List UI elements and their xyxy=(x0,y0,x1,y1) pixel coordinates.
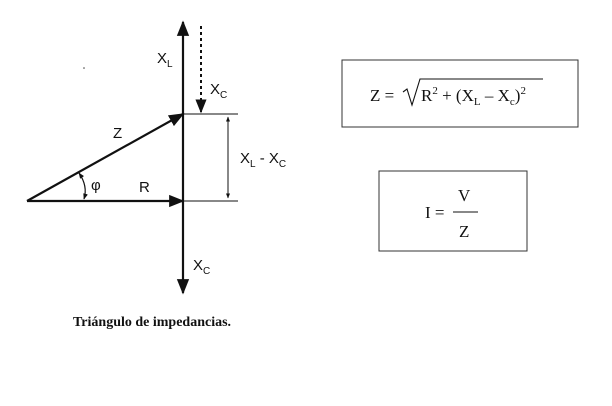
phi-label: φ xyxy=(91,177,101,194)
impedance-formula-lhs: Z = xyxy=(370,86,394,105)
r-label: R xyxy=(139,179,150,196)
impedance-formula-radicand: R2 + (XL – Xc)2 xyxy=(421,85,526,108)
diagram-caption: Triángulo de impedancias. xyxy=(73,315,231,330)
xl-label: XL xyxy=(157,50,173,70)
z-label: Z xyxy=(113,125,122,142)
current-formula-lhs: I = xyxy=(425,203,445,222)
current-formula-denominator: Z xyxy=(459,222,469,241)
xl-minus-xc-label: XL - XC xyxy=(240,150,286,170)
xc-top-label: XC xyxy=(210,81,227,101)
z-vector xyxy=(26,113,185,202)
current-formula-numerator: V xyxy=(458,186,471,205)
xc-bottom-label: XC xyxy=(193,257,210,277)
square-root-sign xyxy=(402,78,543,107)
phi-angle-arc xyxy=(78,172,88,200)
stray-dot xyxy=(83,67,85,69)
current-formula-box xyxy=(378,170,528,252)
impedance-formula-box xyxy=(341,59,579,128)
